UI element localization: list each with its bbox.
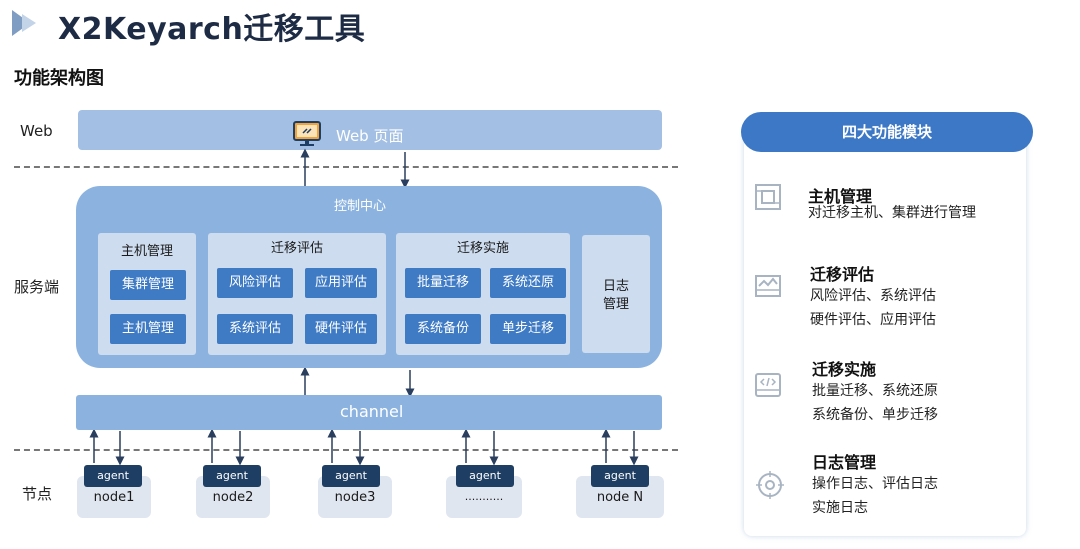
feature-desc-evaluation-2: 硬件评估、应用评估 — [810, 312, 936, 328]
divider-web-server — [14, 166, 678, 168]
node-label: node N — [596, 490, 644, 505]
node-label: node1 — [93, 490, 135, 505]
group-title-migration-evaluation: 迁移评估 — [270, 241, 323, 256]
feature-desc-log-1: 操作日志、评估日志 — [812, 476, 938, 492]
module-hardware-evaluation: 硬件评估 — [305, 314, 377, 344]
title-chevron-icon — [12, 10, 36, 36]
feature-desc-implementation-2: 系统备份、单步迁移 — [812, 407, 938, 423]
node-label: node3 — [334, 490, 376, 505]
module-system-backup: 系统备份 — [405, 314, 481, 344]
divider-server-nodes — [14, 449, 678, 451]
feature-panel — [744, 132, 1026, 536]
monitor-icon — [293, 121, 321, 146]
module-cluster-management: 集群管理 — [110, 270, 186, 300]
group-title-log-management: 日志 管理 — [582, 278, 650, 314]
module-host-management: 主机管理 — [110, 314, 186, 344]
feature-desc-implementation-1: 批量迁移、系统还原 — [812, 383, 938, 399]
agent-badge: agent — [84, 465, 142, 487]
web-page-bar — [78, 110, 662, 150]
layer-label-nodes: 节点 — [22, 485, 53, 503]
feature-title-log: 日志管理 — [812, 453, 877, 472]
layer-label-web: Web — [20, 122, 53, 140]
node-label: node2 — [212, 490, 254, 505]
target-icon — [756, 471, 784, 499]
channel-bar — [76, 395, 662, 430]
feature-title-evaluation: 迁移评估 — [810, 265, 875, 284]
module-system-restore: 系统还原 — [490, 268, 566, 298]
module-single-step-migration: 单步迁移 — [490, 314, 566, 344]
agent-badge: agent — [591, 465, 649, 487]
feature-desc-log-2: 实施日志 — [812, 500, 868, 516]
group-title-migration-implementation: 迁移实施 — [456, 241, 509, 256]
section-title: 功能架构图 — [14, 68, 104, 89]
web-page-label: Web 页面 — [336, 127, 404, 145]
feature-panel-header: 四大功能模块 — [741, 112, 1033, 152]
module-risk-evaluation: 风险评估 — [217, 268, 293, 298]
agent-badge: agent — [203, 465, 261, 487]
group-log-management — [582, 235, 650, 353]
page-title: X2Keyarch迁移工具 — [58, 12, 366, 47]
node-label: ........... — [464, 490, 504, 503]
log-line-1: 日志 — [602, 279, 629, 294]
feature-desc-host-1: 对迁移主机、集群进行管理 — [808, 205, 976, 221]
module-system-evaluation: 系统评估 — [217, 314, 293, 344]
layer-label-server: 服务端 — [14, 278, 60, 296]
evaluate-icon — [755, 275, 781, 297]
control-center-title: 控制中心 — [334, 199, 387, 214]
host-icon — [755, 184, 781, 210]
agent-badge: agent — [456, 465, 514, 487]
feature-title-implementation: 迁移实施 — [812, 360, 877, 379]
feature-title-host: 主机管理 — [808, 187, 873, 206]
module-app-evaluation: 应用评估 — [305, 268, 377, 298]
agent-badge: agent — [322, 465, 380, 487]
feature-desc-evaluation-1: 风险评估、系统评估 — [810, 288, 936, 304]
module-batch-migration: 批量迁移 — [405, 268, 481, 298]
channel-label: channel — [340, 402, 404, 421]
log-line-2: 管理 — [602, 297, 629, 312]
code-icon — [755, 373, 781, 397]
group-title-host-management: 主机管理 — [120, 244, 173, 259]
